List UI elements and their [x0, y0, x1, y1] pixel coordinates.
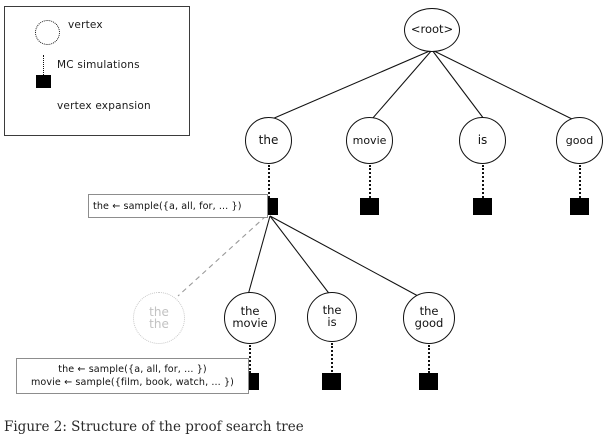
- edge-root-the: [271, 49, 433, 120]
- connector-is-square: [482, 165, 484, 198]
- node-the[interactable]: the: [245, 117, 292, 164]
- node-is-label: is: [477, 133, 488, 148]
- node-the-good[interactable]: the good: [403, 292, 455, 344]
- node-the-the-line1: the: [149, 304, 169, 319]
- node-is[interactable]: is: [459, 117, 506, 164]
- node-the-good-line1: the: [419, 304, 439, 319]
- node-the-is-line1: the: [322, 303, 342, 318]
- mc-square-is[interactable]: [473, 198, 492, 215]
- node-the-movie-line1: the: [240, 304, 260, 319]
- sample-box-top-line-1: the ← sample({a, all, for, ... }): [93, 200, 242, 212]
- node-good[interactable]: good: [556, 117, 603, 164]
- sample-box-bottom: the ← sample({a, all, for, ... }) movie …: [16, 358, 249, 394]
- legend-dotted-connector: [43, 55, 44, 75]
- connector-the-is-square: [331, 343, 333, 372]
- connector-movie-square: [369, 165, 371, 198]
- edge-exp-is: [269, 215, 332, 297]
- figure-caption: Figure 2: Structure of the proof search …: [4, 419, 304, 435]
- dotted-circle-icon: [35, 20, 60, 45]
- legend-label-vertex: vertex: [68, 19, 103, 31]
- node-movie[interactable]: movie: [346, 117, 393, 164]
- node-root[interactable]: <root>: [404, 8, 460, 52]
- sample-box-bottom-line-1: the ← sample({a, all, for, ... }): [58, 364, 207, 375]
- mc-square-the-is[interactable]: [322, 373, 341, 390]
- edge-root-movie: [371, 49, 433, 120]
- edge-exp-movie: [247, 215, 271, 296]
- node-movie-label: movie: [352, 133, 387, 147]
- mc-square-the-good[interactable]: [419, 373, 438, 390]
- node-root-label: <root>: [410, 22, 454, 37]
- sample-box-top: the ← sample({a, all, for, ... }): [88, 194, 268, 218]
- node-the-movie-line2: movie: [232, 316, 268, 330]
- node-the-good-line2: good: [414, 316, 444, 330]
- edge-exp-good: [269, 215, 419, 297]
- connector-good-square: [579, 165, 581, 198]
- mc-square-good[interactable]: [570, 198, 589, 215]
- node-the-is[interactable]: the is: [307, 292, 357, 342]
- node-the-the-ghost[interactable]: the the: [133, 292, 185, 344]
- connector-the-movie-square: [249, 345, 251, 373]
- mc-square-movie[interactable]: [360, 198, 379, 215]
- legend-panel: [4, 6, 190, 136]
- node-the-is-line2: is: [327, 315, 337, 329]
- node-the-the-line2: the: [149, 317, 169, 331]
- sample-box-bottom-line-2: movie ← sample({film, book, watch, ... }…: [30, 377, 235, 388]
- edge-exp-ghost: [177, 215, 267, 297]
- edge-root-good: [431, 49, 573, 120]
- legend-label-mc-simulations: MC simulations: [57, 59, 140, 71]
- node-the-label: the: [258, 133, 279, 148]
- node-the-movie[interactable]: the movie: [224, 292, 276, 344]
- black-square-icon: [36, 75, 51, 88]
- legend-label-vertex-expansion: vertex expansion: [57, 100, 151, 112]
- node-good-label: good: [565, 133, 594, 147]
- connector-the-good-square: [428, 345, 430, 373]
- connector-the-square: [268, 165, 270, 198]
- edge-root-is: [431, 49, 485, 120]
